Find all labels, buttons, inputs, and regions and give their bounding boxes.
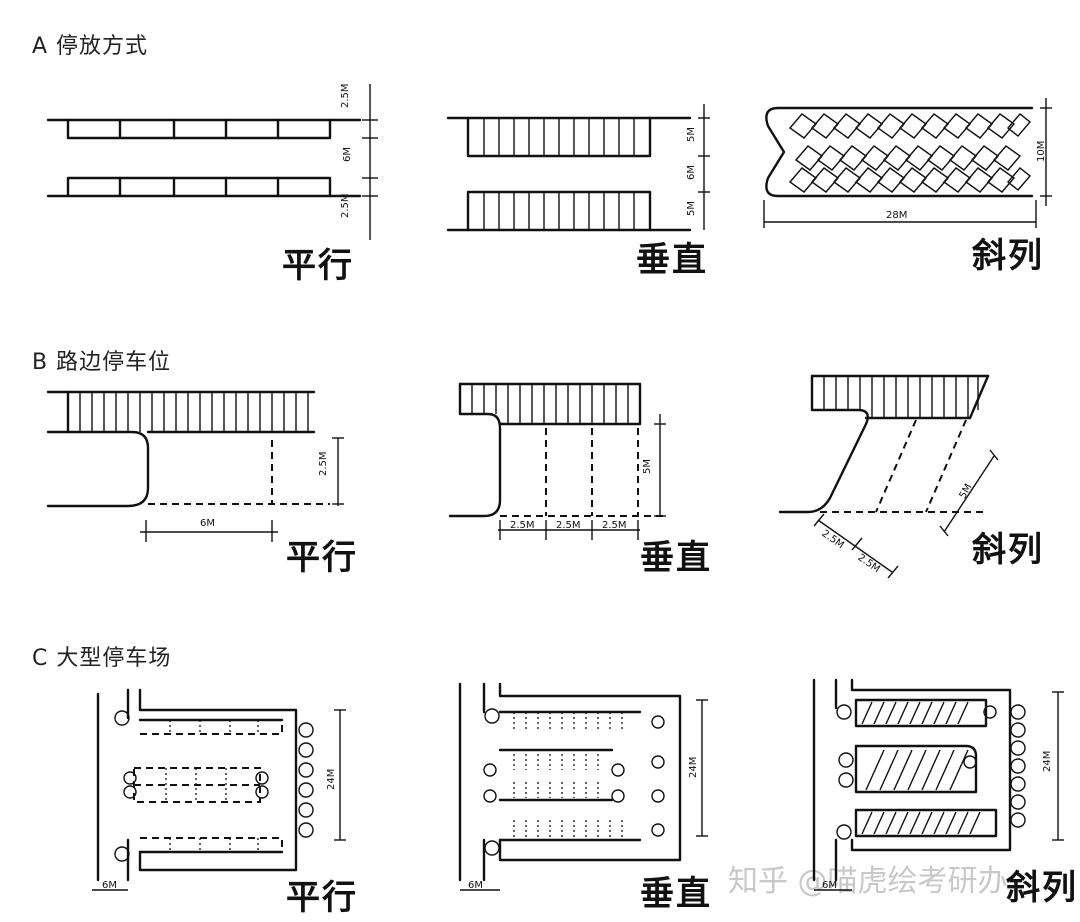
dim-b-par-2: 6M [200, 518, 215, 529]
label-a-oblique: 斜列 [972, 236, 1044, 276]
dim-c-obl-2: 24M [1042, 751, 1053, 772]
label-c-oblique: 斜列 [1006, 868, 1078, 908]
dim-b-perp-3: 2.5M [556, 520, 581, 531]
c-oblique-drawing: 24M 6M [812, 678, 1064, 891]
a-oblique-drawing: 10M 28M [763, 98, 1052, 228]
section-b-title: B 路边停车位 [32, 350, 172, 375]
dim-c-par-2: 24M [326, 769, 337, 790]
dim-a-parallel-1: 2.5M [340, 83, 351, 108]
c-perpendicular-drawing: 24M 6M [458, 682, 708, 891]
label-b-oblique: 斜列 [972, 530, 1044, 570]
label-a-parallel: 平行 [282, 246, 354, 286]
dim-c-obl-1: 6M [822, 880, 837, 891]
a-parallel-drawing: 2.5M 6M 2.5M [46, 83, 378, 240]
dim-a-parallel-2: 6M [342, 147, 353, 162]
dim-c-perp-1: 6M [468, 880, 483, 891]
dim-a-obl-1: 10M [1036, 141, 1047, 162]
label-b-parallel: 平行 [286, 538, 358, 578]
c-parallel-drawing: 24M 6M [92, 688, 346, 891]
dim-b-perp-4: 2.5M [602, 520, 627, 531]
dim-a-perp-3: 5M [686, 201, 697, 216]
dim-a-obl-2: 28M [886, 210, 907, 221]
dim-a-perp-2: 6M [686, 165, 697, 180]
dim-a-perp-1: 5M [686, 127, 697, 142]
label-b-perpendicular: 垂直 [640, 538, 712, 578]
label-c-perpendicular: 垂直 [640, 874, 712, 914]
dim-a-parallel-3: 2.5M [340, 193, 351, 218]
dim-b-perp-1: 5M [642, 459, 653, 474]
dim-b-perp-2: 2.5M [510, 520, 535, 531]
dim-c-perp-2: 24M [688, 757, 699, 778]
dim-b-obl-1: 5M [958, 482, 975, 500]
a-perpendicular-drawing: 5M 6M 5M [446, 104, 710, 232]
section-c-title: C 大型停车场 [32, 646, 172, 671]
dim-b-obl-2: 2.5M [819, 528, 845, 551]
section-a-title: A 停放方式 [32, 34, 149, 59]
dim-c-par-1: 6M [102, 880, 117, 891]
label-c-parallel: 平行 [286, 878, 358, 918]
b-parallel-drawing: 2.5M 6M [46, 390, 344, 542]
b-perpendicular-drawing: 5M 2.5M 2.5M 2.5M [448, 382, 666, 540]
dim-b-par-1: 2.5M [318, 451, 329, 476]
label-a-perpendicular: 垂直 [636, 240, 708, 280]
watermark: 知乎 @喵虎绘考研办 [728, 864, 1008, 899]
b-oblique-drawing: 5M 2.5M 2.5M [778, 374, 999, 579]
